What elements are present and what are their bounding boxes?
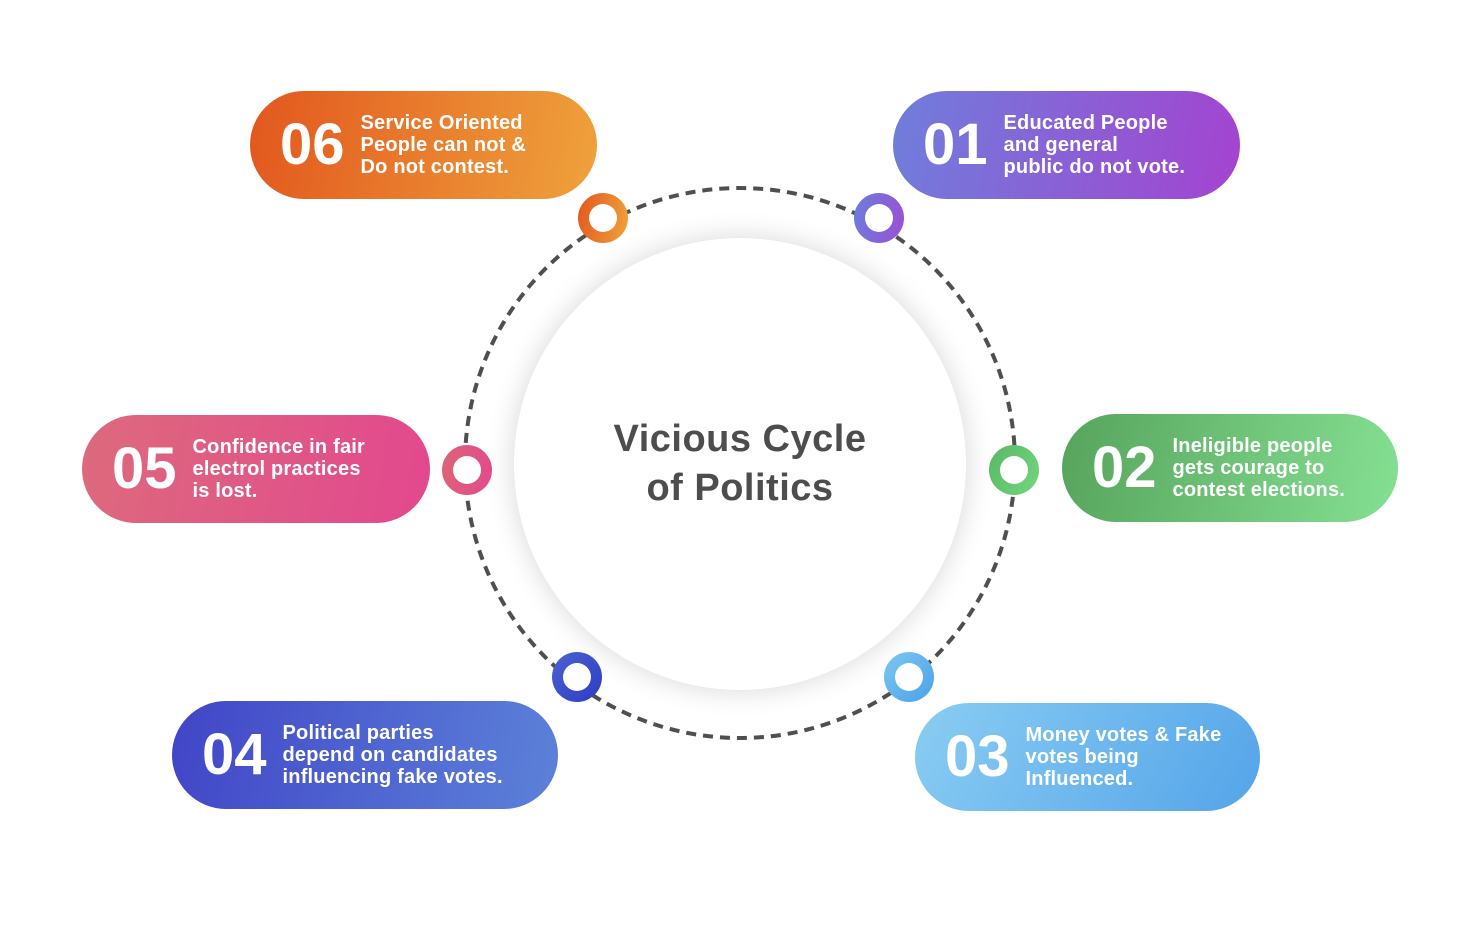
step-text: Educated People and general public do no… [1003, 112, 1186, 178]
step-number: 06 [280, 112, 345, 177]
cycle-node-02 [989, 445, 1039, 495]
step-text: Political parties depend on candidates i… [282, 722, 503, 788]
step-number: 05 [112, 436, 177, 501]
step-card-03: 03 Money votes & Fake votes being Influe… [915, 703, 1260, 811]
step-card-05: 05 Confidence in fair electrol practices… [82, 415, 430, 523]
cycle-node-01 [854, 193, 904, 243]
step-card-01: 01 Educated People and general public do… [893, 91, 1240, 199]
step-number: 02 [1092, 435, 1157, 500]
center-title: Vicious Cycle of Politics [613, 417, 867, 509]
step-text: Confidence in fair electrol practices is… [192, 436, 366, 502]
step-number: 03 [945, 724, 1010, 789]
cycle-node-05 [442, 445, 492, 495]
center-circle: Vicious Cycle of Politics [514, 238, 966, 690]
step-card-04: 04 Political parties depend on candidate… [172, 701, 558, 809]
step-text: Money votes & Fake votes being Influence… [1025, 724, 1222, 790]
step-text: Service Oriented People can not & Do not… [360, 112, 526, 178]
step-number: 04 [202, 722, 267, 787]
cycle-node-03 [884, 652, 934, 702]
step-card-06: 06 Service Oriented People can not & Do … [250, 91, 597, 199]
step-number: 01 [923, 112, 988, 177]
cycle-node-04 [552, 652, 602, 702]
step-text: Ineligible people gets courage to contes… [1172, 435, 1346, 501]
cycle-node-06 [578, 193, 628, 243]
step-card-02: 02 Ineligible people gets courage to con… [1062, 414, 1398, 522]
